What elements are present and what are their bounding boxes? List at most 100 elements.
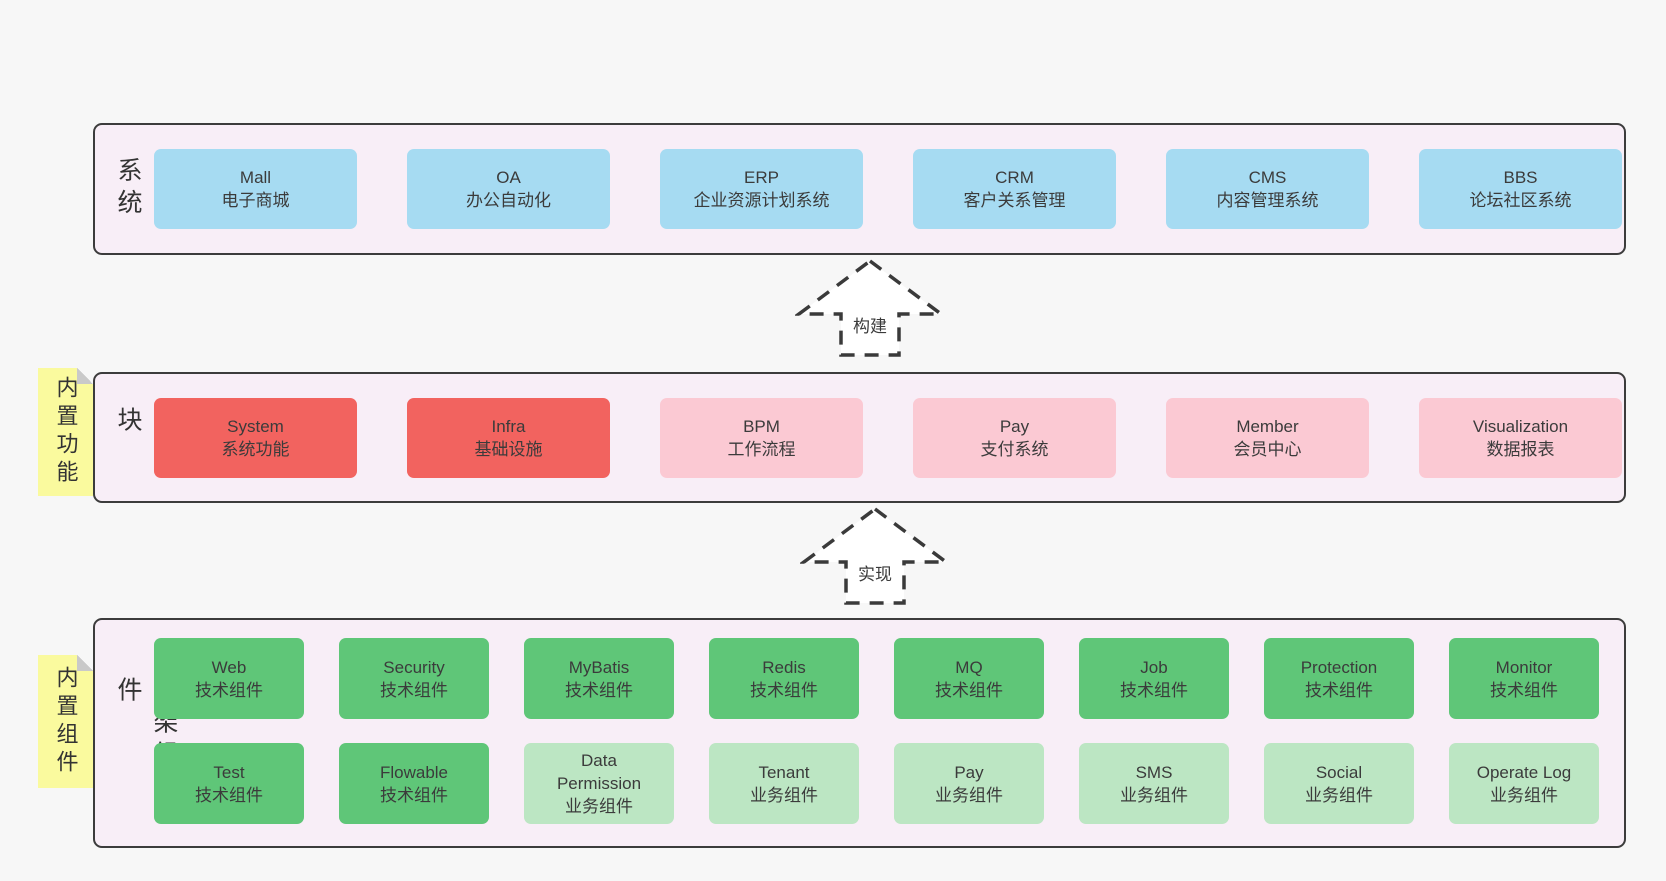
box-protection: Protection 技术组件 (1264, 638, 1414, 719)
box-security: Security 技术组件 (339, 638, 489, 719)
dashed-up-arrow-icon (800, 506, 950, 605)
box-redis: Redis 技术组件 (709, 638, 859, 719)
box-crm: CRM 客户关系管理 (913, 149, 1116, 229)
box-subtitle: 论坛社区系统 (1469, 191, 1572, 210)
box-subtitle: 支付系统 (980, 439, 1049, 459)
layer-business-systems: 业务系统 Mall 电子商城 OA 办公自动化 ERP 企业资源计划系统 CRM… (93, 123, 1626, 255)
box-test: Test 技术组件 (154, 743, 304, 824)
box-title: Social (1315, 762, 1363, 782)
box-subtitle: 基础设施 (474, 439, 543, 459)
box-bpm: BPM 工作流程 (660, 397, 863, 478)
build-arrow: 构建 (795, 257, 945, 358)
box-subtitle: 技术组件 (195, 785, 263, 805)
box-subtitle: 技术组件 (380, 785, 448, 805)
box-subtitle: 电子商城 (221, 191, 290, 210)
box-data-permission: Data Permission 业务组件 (524, 743, 674, 824)
box-title: SMS (1135, 762, 1173, 782)
box-social: Social 业务组件 (1264, 743, 1414, 824)
box-job: Job 技术组件 (1079, 638, 1229, 719)
box-bbs: BBS 论坛社区系统 (1419, 149, 1622, 229)
box-tenant: Tenant 业务组件 (709, 743, 859, 824)
box-title: BPM (743, 416, 780, 436)
box-row: Mall 电子商城 OA 办公自动化 ERP 企业资源计划系统 CRM 客户关系… (154, 125, 1622, 253)
box-title: OA (496, 168, 521, 187)
box-title: ERP (744, 168, 779, 187)
box-title: Job (1140, 657, 1168, 677)
box-row: System 系统功能 Infra 基础设施 BPM 工作流程 Pay 支付系统… (154, 374, 1622, 501)
box-subtitle: 技术组件 (565, 680, 633, 700)
box-title: CRM (995, 168, 1034, 187)
layer-framework-components: 框架组件 Web 技术组件 Security 技术组件 MyBatis 技术组件… (93, 618, 1626, 848)
box-title: Web (211, 657, 247, 677)
box-member: Member 会员中心 (1166, 397, 1369, 478)
box-subtitle: 系统功能 (221, 439, 290, 459)
box-title: MyBatis (568, 657, 630, 677)
dashed-up-arrow-icon (795, 258, 945, 357)
box-subtitle: 客户关系管理 (963, 191, 1066, 210)
box-subtitle: 业务组件 (1305, 785, 1373, 805)
box-title: Operate Log (1476, 762, 1572, 782)
sticky-label: 内置组件 (53, 665, 79, 778)
box-subtitle: 企业资源计划系统 (693, 191, 830, 210)
sticky-label: 内置功能 (53, 376, 79, 488)
box-subtitle: 技术组件 (195, 680, 263, 700)
box-oa: OA 办公自动化 (407, 149, 610, 229)
box-erp: ERP 企业资源计划系统 (660, 149, 863, 229)
box-system: System 系统功能 (154, 397, 357, 478)
box-rows: Web 技术组件 Security 技术组件 MyBatis 技术组件 Redi… (154, 638, 1599, 824)
box-subtitle: 技术组件 (1120, 680, 1188, 700)
box-mybatis: MyBatis 技术组件 (524, 638, 674, 719)
box-monitor: Monitor 技术组件 (1449, 638, 1599, 719)
box-operate-log: Operate Log 业务组件 (1449, 743, 1599, 824)
box-subtitle: 技术组件 (935, 680, 1003, 700)
box-row: Test 技术组件 Flowable 技术组件 Data Permission … (154, 743, 1599, 824)
box-infra: Infra 基础设施 (407, 397, 610, 478)
box-subtitle: 技术组件 (750, 680, 818, 700)
box-title: System (227, 416, 284, 436)
box-title: Tenant (758, 762, 810, 782)
box-subtitle: 工作流程 (727, 439, 796, 459)
box-title: Member (1236, 416, 1299, 436)
box-mq: MQ 技术组件 (894, 638, 1044, 719)
box-cms: CMS 内容管理系统 (1166, 149, 1369, 229)
box-sms: SMS 业务组件 (1079, 743, 1229, 824)
box-subtitle: 会员中心 (1233, 439, 1302, 459)
box-flowable: Flowable 技术组件 (339, 743, 489, 824)
sticky-built-in-features: 内置功能 (38, 368, 93, 496)
box-subtitle: 办公自动化 (466, 191, 551, 210)
box-title: CMS (1248, 168, 1287, 187)
box-row: Web 技术组件 Security 技术组件 MyBatis 技术组件 Redi… (154, 638, 1599, 719)
box-subtitle: 数据报表 (1486, 439, 1555, 459)
box-subtitle: 业务组件 (565, 797, 633, 816)
box-title: Visualization (1472, 416, 1569, 436)
box-pay-component: Pay 业务组件 (894, 743, 1044, 824)
sticky-fold-icon (77, 368, 93, 384)
box-subtitle: 技术组件 (380, 680, 448, 700)
box-visualization: Visualization 数据报表 (1419, 397, 1622, 478)
box-subtitle: 业务组件 (1120, 785, 1188, 805)
box-subtitle: 技术组件 (1305, 680, 1373, 700)
implement-arrow-label: 实现 (855, 559, 895, 586)
box-title: Monitor (1495, 657, 1553, 677)
box-title: Pay (999, 416, 1030, 436)
sticky-built-in-components: 内置组件 (38, 655, 93, 788)
box-web: Web 技术组件 (154, 638, 304, 719)
implement-arrow: 实现 (800, 505, 950, 606)
sticky-fold-icon (77, 655, 93, 671)
box-title: Pay (954, 762, 984, 782)
box-subtitle: 技术组件 (1490, 680, 1558, 700)
box-subtitle: 业务组件 (1490, 785, 1558, 805)
box-title: Security (383, 657, 445, 677)
box-title: Infra (491, 416, 526, 436)
box-subtitle: 业务组件 (750, 785, 818, 805)
box-title: BBS (1503, 168, 1538, 187)
box-pay: Pay 支付系统 (913, 397, 1116, 478)
box-title: MQ (955, 657, 983, 677)
box-mall: Mall 电子商城 (154, 149, 357, 229)
box-title: Data Permission (556, 751, 642, 793)
box-title: Test (213, 762, 245, 782)
box-title: Redis (762, 657, 806, 677)
box-subtitle: 内容管理系统 (1216, 191, 1319, 210)
box-title: Protection (1300, 657, 1378, 677)
